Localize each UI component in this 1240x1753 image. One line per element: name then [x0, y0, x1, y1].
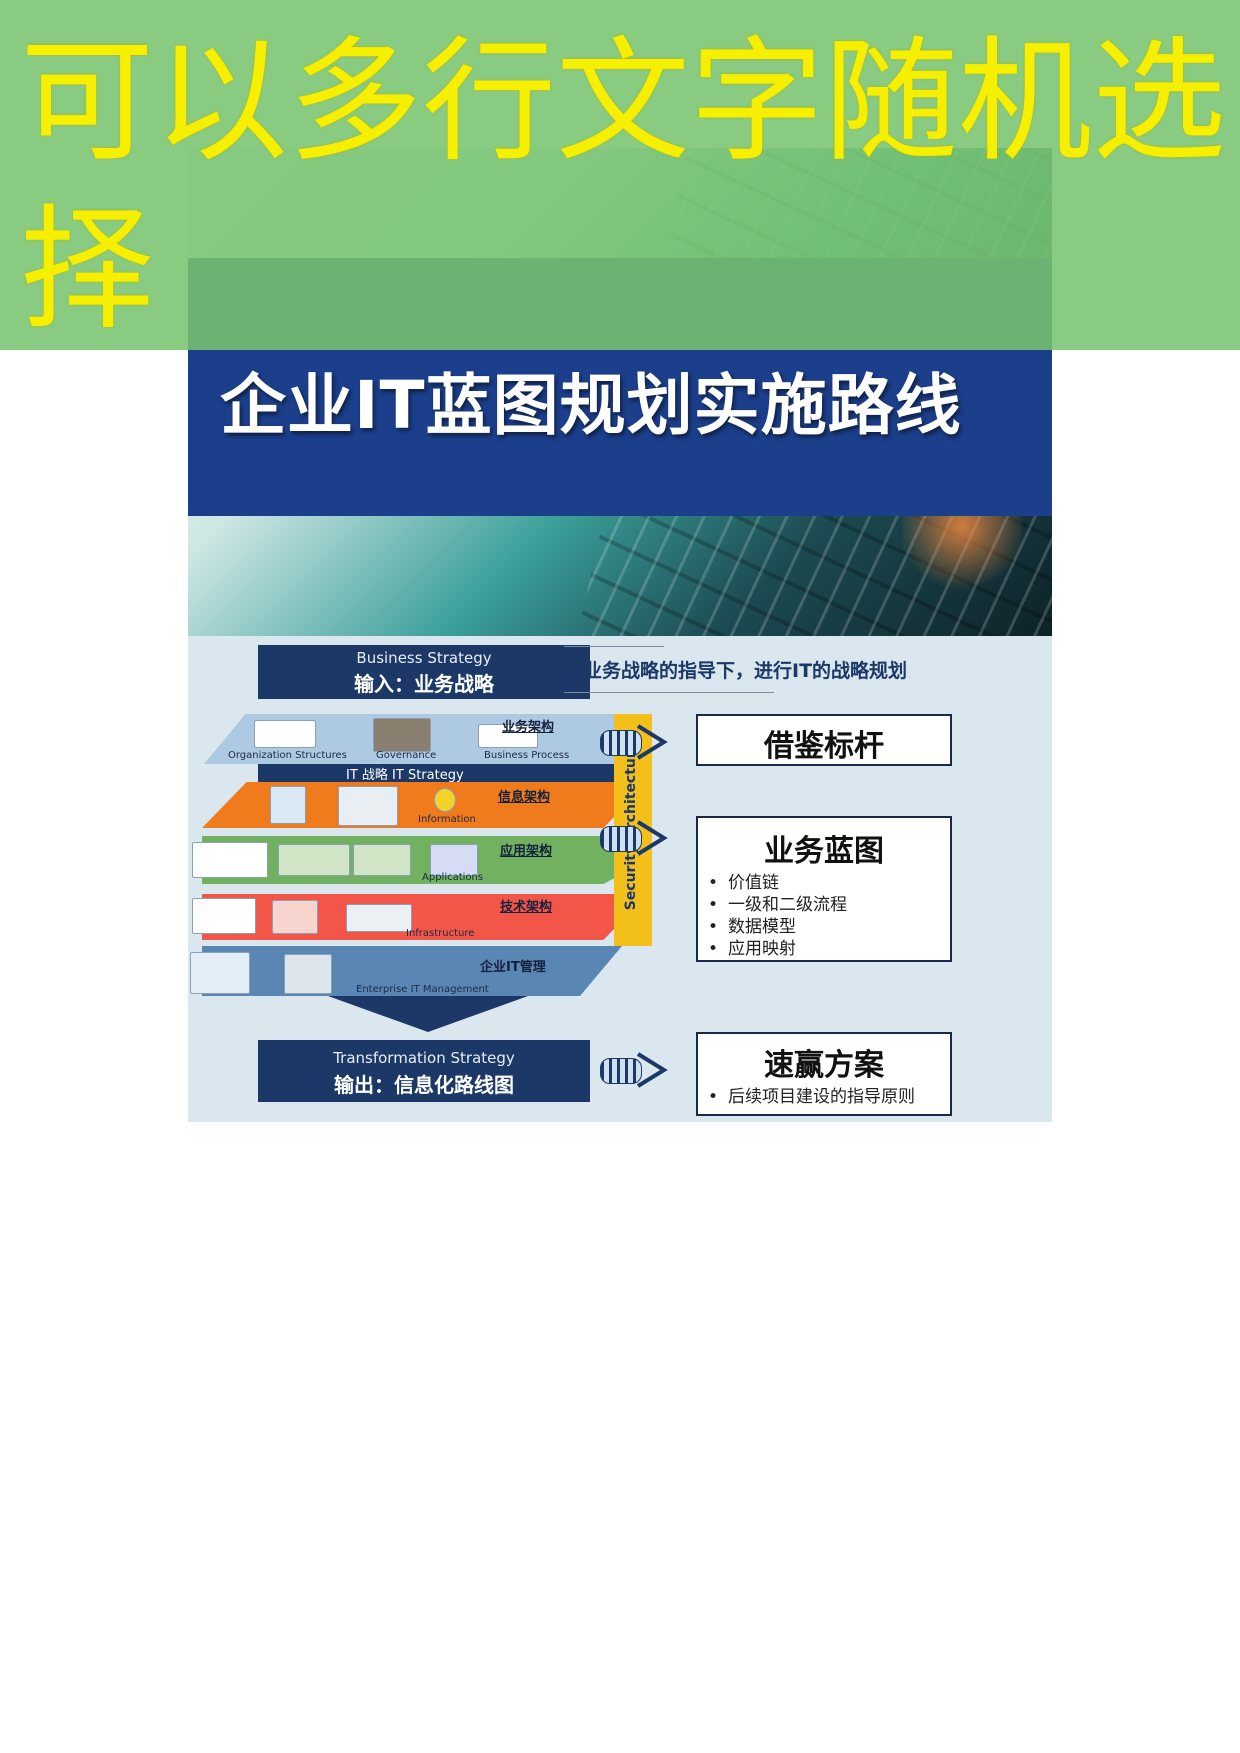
coil-connector-icon: [600, 1058, 642, 1084]
computer-network-icon: [270, 786, 306, 824]
list-item: 数据模型: [708, 916, 950, 938]
blueprint-list: 价值链 一级和二级流程 数据模型 应用映射: [698, 872, 950, 960]
meeting-photo-icon: [373, 718, 431, 752]
blueprint-title: 业务蓝图: [764, 834, 884, 869]
quickwin-list: 后续项目建设的指导原则: [698, 1086, 950, 1108]
infrastructure-map-icon: [192, 898, 256, 934]
quickwin-title: 速赢方案: [764, 1048, 884, 1083]
shield-icon: [434, 788, 456, 812]
input-en: Business Strategy: [356, 649, 492, 667]
server-rack-icon: [346, 904, 412, 932]
list-item: 一级和二级流程: [708, 894, 950, 916]
it-strategy-strip: IT 战略 IT Strategy: [258, 764, 614, 783]
application-architecture-layer: [202, 836, 648, 884]
input-zh: 输入：业务战略: [354, 672, 494, 696]
caption-applications: Applications: [422, 872, 484, 883]
chevron-right-icon: [636, 1052, 668, 1088]
business-architecture-label: 业务架构: [502, 720, 555, 735]
chevron-right-icon: [636, 724, 668, 760]
divider: [564, 646, 664, 647]
benchmark-title: 借鉴标杆: [764, 729, 884, 764]
output-en: Transformation Strategy: [333, 1049, 515, 1067]
divider: [564, 692, 774, 693]
person-laptop-icon: [272, 900, 318, 934]
enterprise-it-label: 企业IT管理: [480, 960, 546, 975]
app-module-icon: [430, 844, 478, 876]
process-flow-icon: [478, 724, 538, 748]
quickwin-card: 速赢方案 后续项目建设的指导原则: [696, 1032, 952, 1116]
it-blueprint-diagram: Business Strategy 输入：业务战略 在业务战略的指导下，进行IT…: [188, 636, 1052, 1122]
caption-governance: Governance: [376, 750, 437, 761]
server-cloud-icon: [338, 786, 398, 826]
list-item: 价值链: [708, 872, 950, 894]
overlay-banner: 可以多行文字随机选择: [0, 0, 1240, 350]
page-title: 企业IT蓝图规划实施路线: [220, 367, 962, 444]
application-architecture-label: 应用架构: [500, 844, 553, 859]
input-box: Business Strategy 输入：业务战略: [258, 645, 590, 699]
app-diagram-icon: [278, 844, 350, 876]
caption-process: Business Process: [484, 750, 570, 761]
coil-connector-icon: [600, 730, 642, 756]
team-icon: [190, 952, 250, 994]
caption-enterprise: Enterprise IT Management: [356, 984, 489, 995]
guide-text: 在业务战略的指导下，进行IT的战略规划: [564, 660, 908, 682]
output-zh: 输出：信息化路线图: [334, 1073, 514, 1097]
enterprise-it-management-layer: [202, 946, 622, 996]
app-screen-icon: [192, 842, 268, 878]
technology-architecture-label: 技术架构: [500, 900, 553, 915]
funnel-arrow: [328, 996, 528, 1032]
information-architecture-label: 信息架构: [498, 790, 551, 805]
banner-text: 可以多行文字随机选择: [20, 24, 1227, 348]
people-icon: [284, 954, 332, 994]
caption-org: Organization Structures: [228, 750, 347, 761]
blueprint-card: 业务蓝图 价值链 一级和二级流程 数据模型 应用映射: [696, 816, 952, 962]
benchmark-card: 借鉴标杆: [696, 714, 952, 766]
coil-connector-icon: [600, 826, 642, 852]
app-diagram-icon: [353, 844, 411, 876]
list-item: 应用映射: [708, 938, 950, 960]
org-chart-icon: [254, 720, 316, 748]
caption-infrastructure: Infrastructure: [406, 928, 475, 939]
caption-information: Information: [418, 814, 476, 825]
list-item: 后续项目建设的指导原则: [708, 1086, 950, 1108]
it-strategy-text: IT 战略 IT Strategy: [346, 768, 464, 783]
chevron-right-icon: [636, 820, 668, 856]
output-box: Transformation Strategy 输出：信息化路线图: [258, 1040, 590, 1102]
